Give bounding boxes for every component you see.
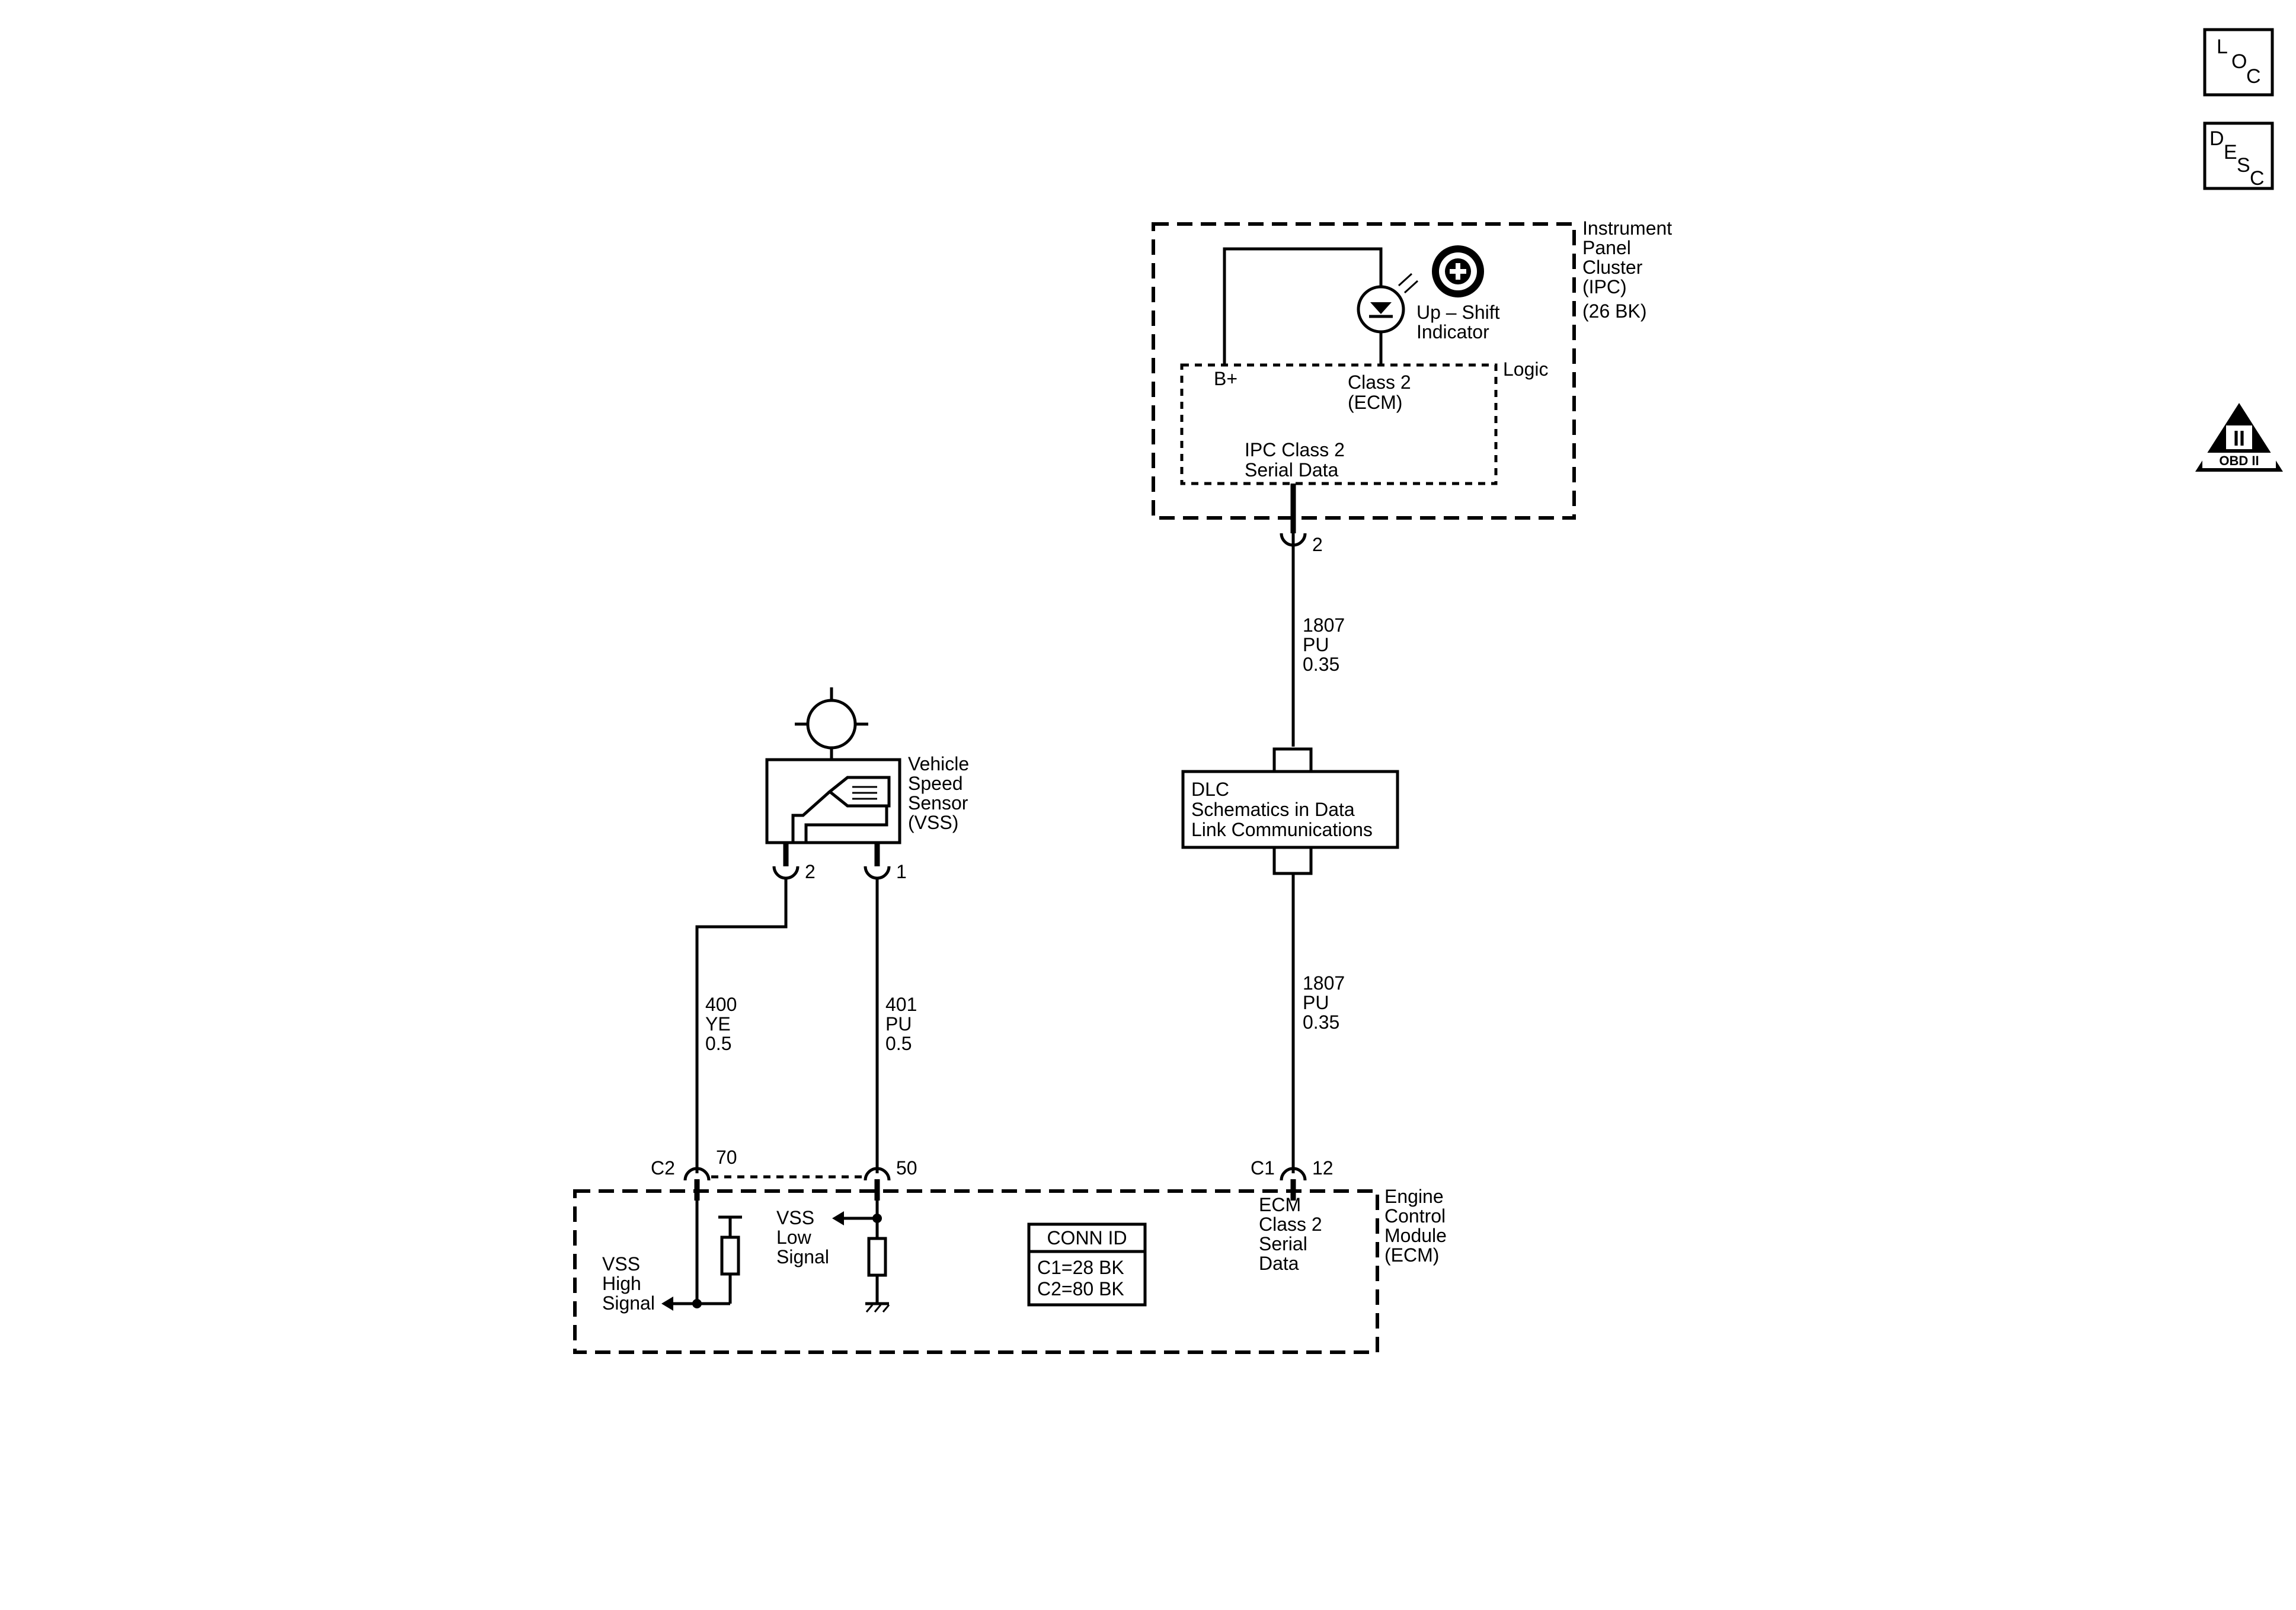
- ecm-connector-c1-pin-12[interactable]: C1 12: [1251, 1157, 1334, 1181]
- vss-low-line3: Signal: [776, 1246, 829, 1267]
- ground-icon: [865, 1302, 890, 1313]
- c2-label: C2: [651, 1157, 675, 1179]
- vss-name-line4: (VSS): [908, 812, 958, 833]
- ipc-serial-line1: IPC Class 2: [1245, 439, 1345, 460]
- wire-1807-upper[interactable]: 1807 PU 0.35: [1291, 533, 1345, 747]
- wire-400-color: YE: [705, 1013, 731, 1035]
- obd-ii-badge[interactable]: II OBD II: [2195, 403, 2283, 472]
- ecm-connector-pin-50[interactable]: 50: [864, 1157, 917, 1181]
- wire-upper-circuit: 1807: [1303, 614, 1345, 636]
- ecm-module: Engine Control Module (ECM) VSS High Sig…: [573, 1179, 1447, 1354]
- dlc-box[interactable]: DLC Schematics in Data Link Communicatio…: [1181, 747, 1399, 875]
- wire-upper-color: PU: [1303, 634, 1329, 655]
- ipc-pin-label: 2: [1312, 534, 1323, 555]
- vss-connector-pin-1[interactable]: 1: [864, 861, 907, 882]
- vss-pin-1-label: 1: [896, 861, 907, 882]
- ecm-serial-line1: ECM: [1259, 1194, 1301, 1215]
- vss-high-arrow-icon: [661, 1297, 673, 1311]
- wire-401-pu[interactable]: 401 PU 0.5: [875, 878, 917, 1173]
- wire-401-color: PU: [885, 1013, 912, 1035]
- ipc-name-line1: Instrument: [1582, 217, 1672, 239]
- ecm-name-line2: Control: [1384, 1205, 1446, 1227]
- class2-label-line2: (ECM): [1348, 392, 1402, 413]
- logic-label: Logic: [1503, 359, 1549, 380]
- ecm-name-line1: Engine: [1384, 1186, 1444, 1207]
- logic-box: [1180, 363, 1498, 485]
- c1-pin-label: 12: [1312, 1157, 1334, 1179]
- wire-401-circuit: 401: [885, 994, 917, 1015]
- wire-401-gauge: 0.5: [885, 1033, 912, 1054]
- loc-badge[interactable]: L O C: [2203, 28, 2274, 97]
- loc-letter-c: C: [2246, 65, 2261, 88]
- wire-lower-color: PU: [1303, 992, 1329, 1013]
- ipc-serial-line2: Serial Data: [1245, 459, 1339, 481]
- wire-400-circuit: 400: [705, 994, 737, 1015]
- wire-lower-gauge: 0.35: [1303, 1012, 1339, 1033]
- desc-letter-s: S: [2237, 154, 2250, 177]
- ipc-name-line5: (26 BK): [1582, 300, 1646, 322]
- conn-id-box: CONN ID C1=28 BK C2=80 BK: [1027, 1222, 1147, 1307]
- vss-sensor[interactable]: Vehicle Speed Sensor (VSS): [765, 687, 969, 844]
- dlc-line2: Schematics in Data: [1191, 799, 1355, 820]
- desc-letter-c: C: [2250, 167, 2265, 190]
- ipc-connector-pin-2[interactable]: 2: [1280, 533, 1323, 555]
- class2-label-line1: Class 2: [1348, 372, 1411, 393]
- c1-label: C1: [1251, 1157, 1275, 1179]
- vss-high-line3: Signal: [602, 1292, 655, 1314]
- conn-id-c2: C2=80 BK: [1037, 1278, 1124, 1299]
- sensor-location-icon: [795, 687, 868, 761]
- dlc-line1: DLC: [1191, 779, 1229, 800]
- desc-letter-e: E: [2224, 141, 2237, 164]
- ecm-name-line4: (ECM): [1384, 1244, 1439, 1266]
- vss-low-line1: VSS: [776, 1207, 814, 1228]
- ecm-connector-c2-pin-70[interactable]: C2 70: [651, 1147, 737, 1181]
- bplus-label: B+: [1214, 368, 1237, 389]
- upshift-gear-icon: [1432, 245, 1484, 297]
- indicator-label-line1: Up – Shift: [1416, 302, 1500, 323]
- sensor-element-icon: [827, 776, 891, 808]
- conn-id-title: CONN ID: [1047, 1227, 1127, 1249]
- ecm-serial-line4: Data: [1259, 1253, 1299, 1274]
- vss-high-line1: VSS: [602, 1253, 640, 1275]
- wire-1807-lower[interactable]: 1807 PU 0.35: [1291, 873, 1345, 1173]
- obd-numeral: II: [2233, 426, 2245, 450]
- vss-name-line3: Sensor: [908, 792, 968, 814]
- wire-upper-gauge: 0.35: [1303, 654, 1339, 675]
- ecm-serial-line3: Serial: [1259, 1233, 1307, 1254]
- pin-50-label: 50: [896, 1157, 917, 1179]
- led-diode-icon: [1370, 302, 1392, 314]
- ecm-serial-line2: Class 2: [1259, 1214, 1322, 1235]
- obd-text: OBD II: [2219, 453, 2259, 468]
- desc-badge[interactable]: D E S C: [2203, 121, 2274, 190]
- ipc-name-line4: (IPC): [1582, 276, 1627, 297]
- wire-lower-circuit: 1807: [1303, 972, 1345, 994]
- loc-letter-o: O: [2231, 50, 2247, 73]
- vss-low-line2: Low: [776, 1227, 812, 1248]
- c2-pin-label: 70: [716, 1147, 737, 1168]
- loc-letter-l: L: [2217, 36, 2228, 58]
- vss-name-line1: Vehicle: [908, 753, 969, 774]
- wire-400-gauge: 0.5: [705, 1033, 731, 1054]
- vss-low-arrow-icon: [832, 1211, 844, 1225]
- ecm-name-line3: Module: [1384, 1225, 1447, 1246]
- vss-pin-2-label: 2: [805, 861, 816, 882]
- vss-high-line2: High: [602, 1273, 641, 1294]
- desc-letter-d: D: [2209, 127, 2224, 150]
- ground-resistor-icon: [867, 1237, 887, 1277]
- pullup-resistor-icon: [720, 1235, 740, 1276]
- ipc-module: Instrument Panel Cluster (IPC) (26 BK) U…: [1152, 217, 1672, 533]
- vss-connector-pin-2[interactable]: 2: [772, 861, 816, 882]
- dlc-line3: Link Communications: [1191, 819, 1373, 840]
- vss-name-line2: Speed: [908, 773, 963, 794]
- ipc-name-line2: Panel: [1582, 237, 1631, 258]
- conn-id-c1: C1=28 BK: [1037, 1257, 1124, 1278]
- ipc-name-line3: Cluster: [1582, 257, 1643, 278]
- indicator-label-line2: Indicator: [1416, 321, 1489, 343]
- wire-400-ye[interactable]: 400 YE 0.5: [695, 878, 788, 1173]
